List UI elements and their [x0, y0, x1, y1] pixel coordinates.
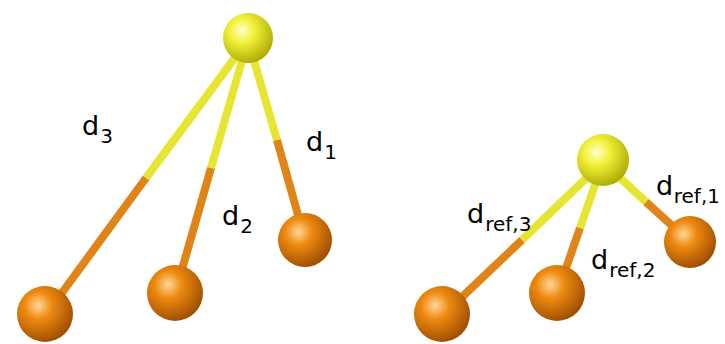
distance-label: d	[82, 112, 99, 139]
sulfur-atom	[223, 13, 273, 63]
distance-label: d	[306, 128, 323, 155]
copper-atom	[147, 265, 203, 321]
distance-label: d	[467, 200, 484, 227]
distance-label: d	[591, 246, 608, 273]
distance-subscript: 1	[324, 142, 337, 162]
distance-label: d	[222, 202, 239, 229]
distance-subscript: ref,1	[674, 186, 720, 206]
distance-subscript: ref,3	[485, 214, 531, 234]
distance-subscript: ref,2	[609, 260, 655, 280]
copper-atom	[278, 213, 332, 267]
bonds	[45, 40, 690, 316]
copper-atom	[664, 216, 716, 268]
distance-subscript: 3	[100, 126, 113, 146]
distance-subscript: 2	[240, 216, 253, 236]
copper-atom	[17, 286, 73, 342]
copper-atom	[529, 265, 585, 321]
sulfur-atom	[577, 134, 629, 186]
copper-atom	[414, 286, 470, 342]
distance-label: d	[656, 172, 673, 199]
bond-s-half	[146, 40, 248, 178]
